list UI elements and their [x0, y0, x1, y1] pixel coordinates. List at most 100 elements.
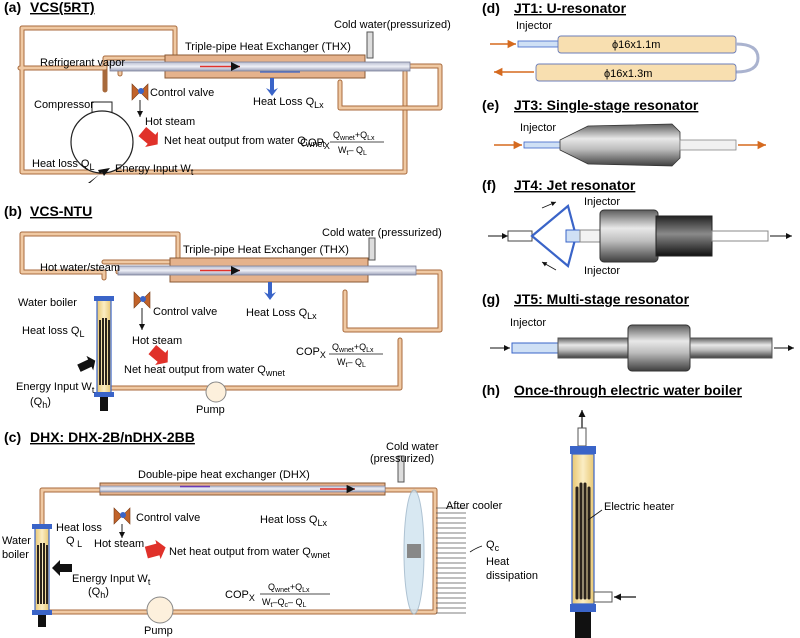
injector-g [511, 342, 559, 354]
net-heat-arrow-c-icon [144, 539, 166, 560]
heat-loss-l-label-b: Heat loss QL [22, 325, 84, 339]
qh-label-c: (Qh) [88, 586, 109, 600]
energy-input-label-c: Energy Input Wt [72, 573, 151, 587]
cold-water-inlet-c [397, 455, 405, 483]
cop-b-numerator: Qwnet+QLx [332, 342, 374, 354]
jet-loop-arrow-top [541, 201, 557, 209]
panel-b-tag: (b) [4, 203, 22, 219]
boiler-heater-rods [99, 318, 110, 385]
u-resonator-bottom [535, 63, 737, 82]
injector-g-label: Injector [510, 317, 546, 329]
jet-mid-pipe [579, 229, 603, 243]
flange-top-h [570, 446, 596, 454]
injector-d-label: Injector [516, 20, 552, 32]
panel-a-title: VCS(5RT) [30, 0, 95, 15]
panel-e: (e) JT3: Single-stage resonator Injector [482, 97, 766, 167]
panel-c: (c) DHX: DHX-2B/nDHX-2BB Cold water (pre… [2, 429, 538, 637]
control-valve-label: Control valve [150, 87, 214, 99]
cold-water-label: Cold water(pressurized) [334, 19, 451, 31]
dissipation-wave [469, 545, 483, 553]
control-valve-label-b: Control valve [153, 306, 217, 318]
boiler-c-flange-top [32, 524, 52, 529]
cop-b-denominator: Wt– QL [337, 357, 366, 369]
valve-actuator-c-icon [120, 512, 126, 518]
compressor-label: Compressor [34, 99, 94, 111]
dhx-label: Double-pipe heat exchanger (DHX) [138, 469, 310, 481]
panel-g: (g) JT5: Multi-stage resonator Injector [482, 291, 794, 372]
cop-c-formula: COPX [225, 589, 255, 603]
injector-e [523, 141, 565, 149]
heat-loss-l-label: Heat loss QL [32, 158, 94, 172]
energy-input-arrow-b-icon [77, 355, 96, 372]
thx-inner-tube [109, 61, 411, 72]
heater-leader-line [587, 509, 603, 521]
after-cooler-hub [407, 544, 421, 558]
heat-loss-lx-arrow-b-icon [264, 282, 276, 300]
cold-water-label-b: Cold water (pressurized) [322, 227, 442, 239]
cop-a-numerator: Qwnet+QLx [333, 130, 375, 142]
stage-2-housing [627, 324, 691, 372]
panel-b-title: VCS-NTU [30, 203, 92, 219]
heater-terminal-h [575, 612, 591, 638]
boiler-flange-top [94, 296, 114, 301]
cop-b-formula: COPX [296, 346, 326, 360]
heat-loss-lx-arrow-icon [266, 78, 278, 96]
heat-loss-label-c: Heat loss [56, 522, 102, 534]
panel-d: (d) JT1: U-resonator Injector ϕ16x1.1m ϕ… [482, 0, 760, 82]
panel-a: (a) VCS(5RT) Cold water(pressurized) Tri… [4, 0, 451, 183]
dhx-inner-tube [99, 485, 386, 493]
cop-c-denominator: Wt–Qc– QL [262, 597, 306, 609]
energy-input-label: Energy Input Wt [115, 163, 194, 177]
injector-f-top-label: Injector [584, 196, 620, 208]
hot-water-label: Hot water/steam [40, 262, 120, 274]
flange-bottom-h [570, 604, 596, 612]
net-heat-label: Net heat output from water Qwnet [164, 135, 325, 149]
outlet-h [577, 427, 587, 447]
boiler-c-flange-bottom [32, 610, 52, 615]
net-heat-arrow-b-icon [148, 344, 168, 365]
electric-heater-rods [575, 482, 591, 600]
electric-heater-label: Electric heater [604, 501, 675, 513]
heat-loss-l-sym-c: Q L [66, 535, 82, 549]
panel-g-tag: (g) [482, 291, 500, 307]
heat-loss-lx-label: Heat Loss QLx [253, 96, 324, 110]
panel-h-tag: (h) [482, 382, 500, 398]
panel-f-tag: (f) [482, 177, 496, 193]
panel-c-title: DHX: DHX-2B/nDHX-2BB [30, 429, 195, 445]
water-boiler-label: Water boiler [18, 297, 77, 309]
panel-e-title: JT3: Single-stage resonator [514, 97, 699, 113]
cop-c-numerator: Qwnet+QLx [268, 582, 310, 594]
qc-label: Qc [486, 539, 500, 553]
panel-f: (f) JT4: Jet resonator Injector Injector [482, 177, 792, 277]
compressor-body [70, 110, 134, 174]
panel-g-title: JT5: Multi-stage resonator [514, 291, 690, 307]
pump-b-icon [205, 381, 227, 403]
heat-loss-lx-label-b: Heat Loss QLx [246, 307, 317, 321]
jet-resonator-body [599, 209, 659, 263]
cop-a-denominator: Wt– QL [338, 145, 367, 157]
injector-d [517, 40, 559, 48]
thx-label-b: Triple-pipe Heat Exchanger (THX) [183, 244, 349, 256]
pump-label-c: Pump [144, 625, 173, 637]
panel-c-tag: (c) [4, 429, 21, 445]
panel-d-title: JT1: U-resonator [514, 0, 627, 16]
dissipation-label-2: dissipation [486, 570, 538, 582]
inlet-pipe-f [507, 230, 533, 242]
refrigerant-vapor-label: Refrigerant vapor [40, 57, 125, 69]
outlet-pipe-f [711, 230, 769, 242]
qh-label-b: (Qh) [30, 396, 51, 410]
hot-steam-label: Hot steam [145, 116, 195, 128]
injector-f-bottom-label: Injector [584, 265, 620, 277]
size-top-label: ϕ16x1.1m [612, 39, 660, 51]
panel-d-tag: (d) [482, 0, 500, 16]
energy-input-arrow-c-icon [52, 560, 72, 576]
inlet-h [593, 591, 613, 603]
jet-loop-arrow-bottom [541, 261, 557, 271]
injector-e-label: Injector [520, 122, 556, 134]
stage-1-tube [557, 337, 629, 359]
cold-water-inlet-b [368, 237, 376, 261]
pump-label-b: Pump [196, 404, 225, 416]
size-bottom-label: ϕ16x1.3m [604, 68, 652, 80]
energy-input-label-b: Energy Input Wt [16, 381, 95, 395]
